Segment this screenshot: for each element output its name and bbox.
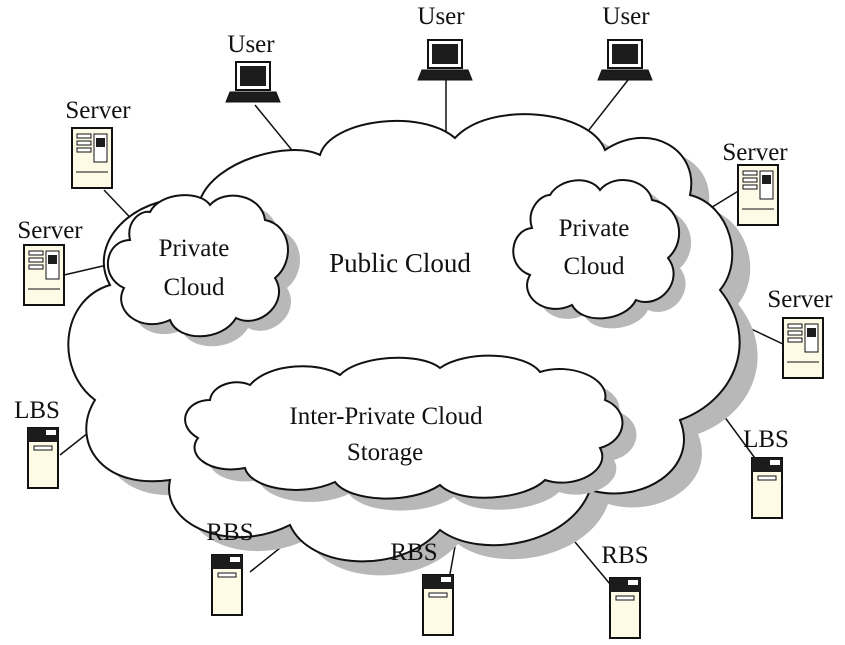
- rbs-center-icon: [422, 574, 454, 636]
- rbs-left-icon: [211, 554, 243, 616]
- user-center-label: User: [417, 3, 465, 30]
- rbs-right-icon: [609, 577, 641, 639]
- private-cloud-left-line2: Cloud: [163, 274, 225, 301]
- lbs-right-icon: [751, 457, 783, 519]
- user-left-label: User: [227, 31, 275, 58]
- link-user-right: [584, 79, 629, 136]
- private-cloud-left-line1: Private: [159, 235, 230, 262]
- private-cloud-right-line2: Cloud: [563, 253, 625, 280]
- storage-cloud: [184, 354, 637, 511]
- server-top-left-icon: [71, 127, 113, 189]
- private-cloud-right: [512, 179, 692, 329]
- user-laptop-right-icon: [597, 39, 653, 81]
- storage-label-line1: Inter-Private Cloud: [289, 403, 483, 430]
- private-cloud-right-line1: Private: [559, 215, 630, 242]
- lbs-left-label: LBS: [14, 397, 60, 424]
- user-right-label: User: [602, 3, 650, 30]
- lbs-right-label: LBS: [743, 426, 789, 453]
- server-left-label: Server: [17, 217, 83, 244]
- server-top-right-icon: [737, 164, 779, 226]
- user-laptop-center-icon: [417, 39, 473, 81]
- rbs-right-label: RBS: [601, 542, 648, 569]
- lbs-left-icon: [27, 427, 59, 489]
- server-top-left-label: Server: [65, 97, 131, 124]
- private-cloud-left: [106, 194, 300, 347]
- server-left-icon: [23, 244, 65, 306]
- public-cloud-label: Public Cloud: [329, 248, 471, 278]
- user-laptop-left-icon: [225, 61, 281, 103]
- rbs-center-label: RBS: [390, 539, 437, 566]
- storage-label-line2: Storage: [347, 439, 423, 466]
- server-top-right-label: Server: [722, 139, 788, 166]
- rbs-left-label: RBS: [206, 519, 253, 546]
- server-right-icon: [782, 317, 824, 379]
- server-right-label: Server: [767, 286, 833, 313]
